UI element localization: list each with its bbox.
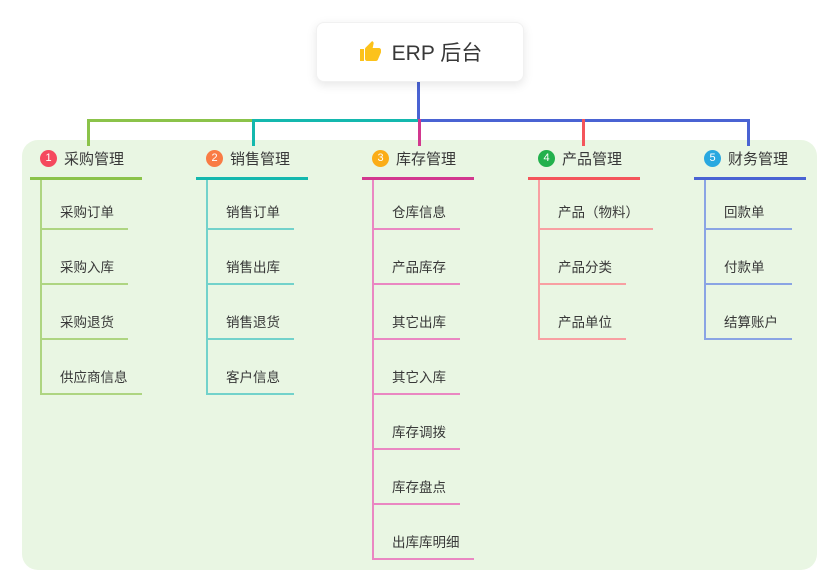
child-label: 销售退货	[226, 315, 280, 330]
child-label: 销售出库	[226, 260, 280, 275]
child-node[interactable]: 产品分类	[540, 230, 626, 285]
child-label: 库存盘点	[392, 480, 446, 495]
branch-header[interactable]: 4 产品管理	[528, 145, 640, 180]
child-node[interactable]: 出库库明细	[374, 505, 474, 560]
child-label: 回款单	[724, 205, 765, 220]
branch-children: 采购订单采购入库采购退货供应商信息	[40, 180, 142, 395]
branch-children: 产品（物料） 产品分类产品单位	[538, 180, 653, 340]
child-node[interactable]: 库存调拨	[374, 395, 460, 450]
trunk-segment-2	[252, 119, 418, 122]
child-node[interactable]: 销售订单	[208, 180, 294, 230]
branch-number-badge: 1	[40, 150, 57, 167]
branch-drop-4	[582, 119, 585, 146]
child-label: 供应商信息	[60, 370, 128, 385]
child-label: 结算账户	[724, 315, 778, 330]
branch-label: 采购管理	[64, 151, 125, 168]
branch-header[interactable]: 3 库存管理	[362, 145, 474, 180]
branches-panel	[22, 140, 817, 570]
child-node[interactable]: 销售退货	[208, 285, 294, 340]
child-label: 仓库信息	[392, 205, 446, 220]
child-node[interactable]: 仓库信息	[374, 180, 460, 230]
child-label: 库存调拨	[392, 425, 446, 440]
branch-number-badge: 4	[538, 150, 555, 167]
branch-库存管理: 3 库存管理仓库信息产品库存其它出库其它入库库存调拨库存盘点出库库明细	[362, 145, 522, 560]
branch-children: 仓库信息产品库存其它出库其它入库库存调拨库存盘点出库库明细	[372, 180, 474, 560]
child-label: 付款单	[724, 260, 765, 275]
branch-label: 产品管理	[562, 151, 623, 168]
branch-header[interactable]: 5 财务管理	[694, 145, 806, 180]
child-label: 产品库存	[392, 260, 446, 275]
child-node[interactable]: 其它出库	[374, 285, 460, 340]
child-node[interactable]: 产品单位	[540, 285, 626, 340]
child-label: 采购入库	[60, 260, 114, 275]
child-label: 采购退货	[60, 315, 114, 330]
branch-label: 财务管理	[728, 151, 789, 168]
branch-header[interactable]: 2 销售管理	[196, 145, 308, 180]
child-node[interactable]: 销售出库	[208, 230, 294, 285]
branch-drop-5	[747, 119, 750, 146]
branch-number-badge: 2	[206, 150, 223, 167]
branch-产品管理: 4 产品管理产品（物料） 产品分类产品单位	[528, 145, 688, 340]
branch-number-badge: 5	[704, 150, 721, 167]
branch-财务管理: 5 财务管理回款单付款单结算账户	[694, 145, 839, 340]
root-connector	[417, 82, 420, 122]
child-label: 其它出库	[392, 315, 446, 330]
child-node[interactable]: 产品库存	[374, 230, 460, 285]
child-node[interactable]: 库存盘点	[374, 450, 460, 505]
branch-采购管理: 1 采购管理采购订单采购入库采购退货供应商信息	[30, 145, 190, 395]
root-title: ERP 后台	[391, 42, 483, 65]
branch-label: 销售管理	[230, 151, 291, 168]
child-node[interactable]: 采购退货	[42, 285, 128, 340]
child-node[interactable]: 其它入库	[374, 340, 460, 395]
child-label: 销售订单	[226, 205, 280, 220]
child-node[interactable]: 产品（物料）	[540, 180, 653, 230]
child-label: 出库库明细	[392, 535, 460, 550]
child-node[interactable]: 结算账户	[706, 285, 792, 340]
child-node[interactable]: 采购入库	[42, 230, 128, 285]
child-node[interactable]: 回款单	[706, 180, 792, 230]
branch-drop-3	[418, 119, 421, 146]
child-label: 采购订单	[60, 205, 114, 220]
branch-label: 库存管理	[396, 151, 457, 168]
branch-header[interactable]: 1 采购管理	[30, 145, 142, 180]
child-label: 其它入库	[392, 370, 446, 385]
child-label: 产品（物料）	[558, 205, 639, 220]
branch-children: 销售订单销售出库销售退货客户信息	[206, 180, 294, 395]
branch-children: 回款单付款单结算账户	[704, 180, 792, 340]
branch-number-badge: 3	[372, 150, 389, 167]
child-label: 客户信息	[226, 370, 280, 385]
branch-drop-2	[252, 119, 255, 146]
child-label: 产品分类	[558, 260, 612, 275]
branch-销售管理: 2 销售管理销售订单销售出库销售退货客户信息	[196, 145, 356, 395]
root-node[interactable]: ERP 后台	[316, 22, 524, 82]
trunk-segment-1	[87, 119, 252, 122]
child-node[interactable]: 采购订单	[42, 180, 128, 230]
child-node[interactable]: 付款单	[706, 230, 792, 285]
thumbs-up-icon	[359, 41, 381, 61]
child-label: 产品单位	[558, 315, 612, 330]
child-node[interactable]: 客户信息	[208, 340, 294, 395]
branch-drop-1	[87, 119, 90, 146]
child-node[interactable]: 供应商信息	[42, 340, 142, 395]
